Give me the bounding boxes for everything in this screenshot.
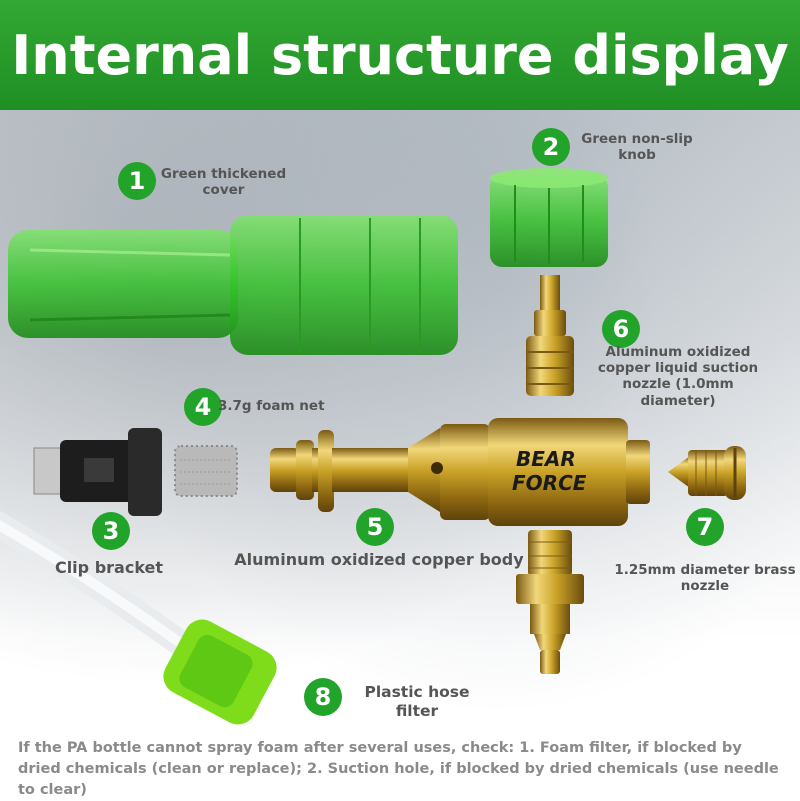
callout-label-3: Clip bracket <box>54 558 164 577</box>
green-cover-part <box>8 215 458 355</box>
clip-bracket-part <box>33 428 162 516</box>
callout-label-7: 1.25mm diameter brass nozzle <box>614 562 796 595</box>
callout-badge-6: 6 <box>602 310 640 348</box>
callout-label-8: Plastic hose filter <box>364 683 470 720</box>
callout-badge-1: 1 <box>118 162 156 200</box>
brand-text-line1: BEAR <box>516 447 576 471</box>
callout-badge-7: 7 <box>686 508 724 546</box>
suction-nozzle-part <box>526 275 574 396</box>
callout-badge-4: 4 <box>184 388 222 426</box>
brass-nozzle-part <box>668 446 746 500</box>
callout-label-1: Green thickened cover <box>160 166 287 199</box>
hose-filter-part <box>0 510 277 725</box>
callout-label-4: 3.7g foam net <box>218 398 325 414</box>
copper-body-part <box>270 418 650 526</box>
page-title: Internal structure display <box>11 23 789 87</box>
callout-label-6: Aluminum oxidized copper liquid suction … <box>597 344 759 409</box>
callout-badge-2: 2 <box>532 128 570 166</box>
callout-badge-3: 3 <box>92 512 130 550</box>
callout-badge-8: 8 <box>304 678 342 716</box>
green-knob-part <box>490 168 608 267</box>
callout-badge-5: 5 <box>356 508 394 546</box>
callout-label-2: Green non-slip knob <box>581 131 693 164</box>
brand-text-line2: FORCE <box>512 471 587 495</box>
hose-barb-fitting <box>516 530 584 674</box>
foam-net-part <box>174 445 238 497</box>
maintenance-footnote: If the PA bottle cannot spray foam after… <box>18 740 779 799</box>
title-banner: Internal structure display <box>0 0 800 110</box>
callout-label-5: Aluminum oxidized copper body <box>234 550 524 569</box>
